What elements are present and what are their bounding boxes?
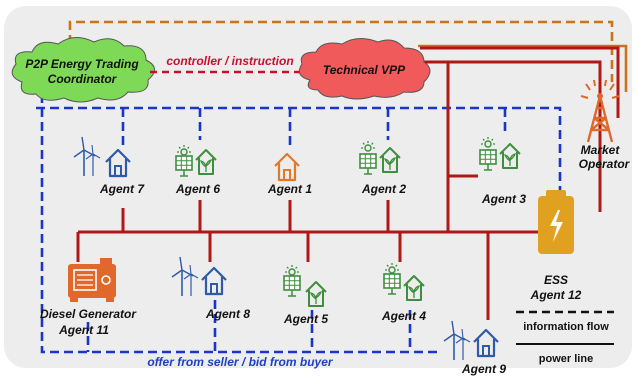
power-network xyxy=(76,46,620,320)
agent-8-label: Agent 8 xyxy=(205,307,250,321)
agent-9-label: Agent 9 xyxy=(461,362,506,376)
agent-1-label: Agent 1 xyxy=(267,182,312,196)
market-line1: Market xyxy=(581,143,621,157)
transmission-tower-icon xyxy=(580,79,620,143)
agent-3-label: Agent 3 xyxy=(481,192,526,206)
ess-line2: Agent 12 xyxy=(530,288,582,302)
generator-icon xyxy=(68,258,116,302)
market-line2: Operator xyxy=(579,157,631,171)
vpp-label: Technical VPP xyxy=(323,63,406,77)
controller-label: controller / instruction xyxy=(166,54,293,68)
vpp-cloud: Technical VPP xyxy=(298,38,431,100)
legend-power-label: power line xyxy=(539,353,593,365)
agent-6-label: Agent 6 xyxy=(175,182,220,196)
background-panel xyxy=(4,6,632,368)
agent-5-label: Agent 5 xyxy=(283,312,328,326)
generator-line2: Agent 11 xyxy=(58,323,109,337)
coordinator-line2: Coordinator xyxy=(48,72,118,86)
legend-info-label: information flow xyxy=(523,321,609,333)
generator-line1: Diesel Generator xyxy=(40,307,137,321)
vpp-market-link xyxy=(418,44,628,92)
coordinator-line1: P2P Energy Trading xyxy=(25,57,139,71)
battery-icon xyxy=(538,190,574,254)
legend: information flow power line xyxy=(516,310,614,365)
agent-2-label: Agent 2 xyxy=(361,182,406,196)
info-flow-network xyxy=(36,80,562,354)
agent-4-label: Agent 4 xyxy=(381,309,426,323)
agent-7-label: Agent 7 xyxy=(99,182,145,196)
coordinator-cloud: P2P Energy Trading Coordinator xyxy=(11,37,155,103)
offer-label: offer from seller / bid from buyer xyxy=(147,355,333,369)
ess-line1: ESS xyxy=(544,273,568,287)
